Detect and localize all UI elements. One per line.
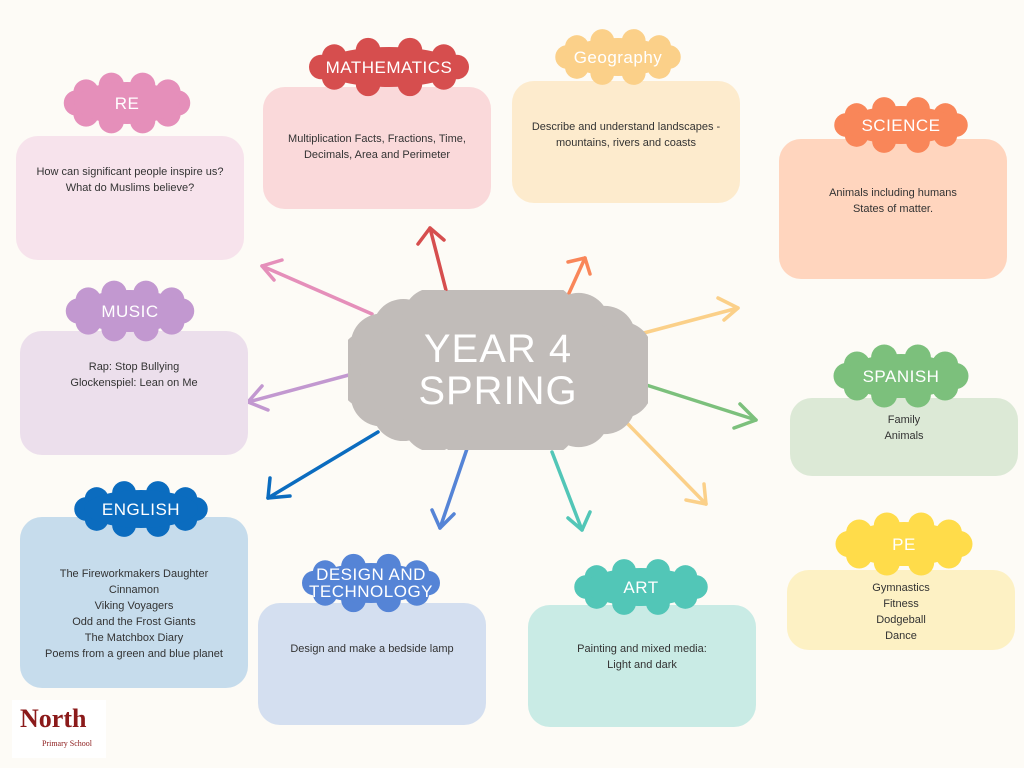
mathematics-box: Multiplication Facts, Fractions, Time, D… [263, 87, 491, 209]
science-line: States of matter. [852, 203, 934, 215]
english-title: ENGLISH [101, 499, 181, 519]
spanish-title-cloud: SPANISH [832, 342, 970, 410]
cloud-shape [302, 553, 440, 613]
geography-line: mountains, rivers and coasts [555, 137, 696, 149]
design-title-cloud: DESIGN AND TECHNOLOGY [300, 551, 442, 615]
english-line: The Matchbox Diary [84, 632, 184, 644]
school-logo: North Primary School [12, 700, 106, 758]
design-title-line: TECHNOLOGY [308, 582, 434, 601]
arrow-to-art [550, 450, 592, 532]
music-box: Rap: Stop Bullying Glockenspiel: Lean on… [20, 331, 248, 455]
re-line: How can significant people inspire us? [36, 166, 224, 178]
pe-line: Gymnastics [872, 582, 930, 594]
re-title: RE [114, 93, 140, 113]
cloud-shape [65, 280, 195, 342]
pe-line: Dodgeball [876, 614, 926, 626]
pe-line: Dance [885, 630, 917, 642]
pe-title: PE [892, 534, 916, 554]
science-title-cloud: SCIENCE [832, 94, 970, 156]
mathematics-line: Decimals, Area and Perimeter [303, 149, 451, 161]
cloud-shape [348, 290, 648, 450]
logo-name: North [20, 704, 87, 733]
design-line: Design and make a bedside lamp [290, 643, 454, 655]
music-title-cloud: MUSIC [64, 278, 196, 344]
pe-line: Fitness [883, 598, 919, 610]
arrow-to-music [246, 370, 362, 412]
cloud-shape [74, 481, 208, 537]
arrow-to-re [260, 258, 374, 316]
mathematics-title-cloud: MATHEMATICS [307, 35, 471, 99]
design-title-line: DESIGN AND [316, 565, 426, 584]
geography-box: Describe and understand landscapes - mou… [512, 81, 740, 203]
re-line: What do Muslims believe? [65, 182, 195, 194]
arrow-to-spanish [638, 381, 758, 430]
cloud-shape [834, 97, 968, 153]
spanish-box: Family Animals [790, 398, 1018, 476]
art-line: Light and dark [607, 659, 677, 671]
english-line: Cinnamon [108, 584, 160, 596]
arrow-to-science [638, 296, 740, 336]
center-cloud: YEAR 4 SPRING [348, 290, 648, 450]
english-title-cloud: ENGLISH [72, 478, 210, 540]
arrow-to-design [430, 438, 472, 530]
art-title: ART [623, 577, 659, 597]
english-box: The Fireworkmakers Daughter Cinnamon Vik… [20, 517, 248, 688]
english-line: Poems from a green and blue planet [45, 648, 223, 660]
english-line: The Fireworkmakers Daughter [59, 568, 209, 580]
english-line: Viking Voyagers [94, 600, 174, 612]
music-title: MUSIC [101, 301, 159, 321]
music-line: Rap: Stop Bullying [88, 361, 180, 373]
spanish-title: SPANISH [862, 366, 940, 386]
geography-title-cloud: Geography [553, 26, 683, 88]
science-box: Animals including humans States of matte… [779, 139, 1007, 279]
science-title: SCIENCE [861, 115, 941, 135]
geography-title: Geography [573, 47, 663, 67]
center-title-line2: SPRING [418, 369, 578, 413]
cloud-shape [63, 72, 191, 134]
center-title-line1: YEAR 4 [423, 327, 573, 371]
pe-box: Gymnastics Fitness Dodgeball Dance [787, 570, 1015, 650]
music-line: Glockenspiel: Lean on Me [70, 377, 198, 389]
arrow-to-mathematics [416, 226, 450, 300]
arrow-to-english [266, 430, 380, 500]
cloud-shape [309, 37, 469, 97]
re-title-cloud: RE [62, 70, 192, 136]
cloud-shape [555, 29, 681, 85]
arrow-to-pe [622, 418, 708, 506]
logo-subtitle: Primary School [42, 739, 92, 748]
english-line: Odd and the Frost Giants [72, 616, 196, 628]
cloud-shape [833, 344, 969, 408]
spanish-line: Family [887, 414, 921, 426]
geography-line: Describe and understand landscapes - [531, 121, 721, 133]
cloud-shape [835, 512, 973, 576]
art-title-cloud: ART [572, 556, 710, 618]
cloud-shape [574, 559, 708, 615]
spanish-line: Animals [884, 430, 924, 442]
design-box: Design and make a bedside lamp [258, 603, 486, 725]
mathematics-title: MATHEMATICS [325, 57, 453, 77]
re-box: How can significant people inspire us? W… [16, 136, 244, 260]
mathematics-line: Multiplication Facts, Fractions, Time, [288, 133, 466, 145]
science-line: Animals including humans [829, 187, 957, 199]
art-line: Painting and mixed media: [577, 643, 707, 655]
pe-title-cloud: PE [834, 510, 974, 578]
art-box: Painting and mixed media: Light and dark [528, 605, 756, 727]
